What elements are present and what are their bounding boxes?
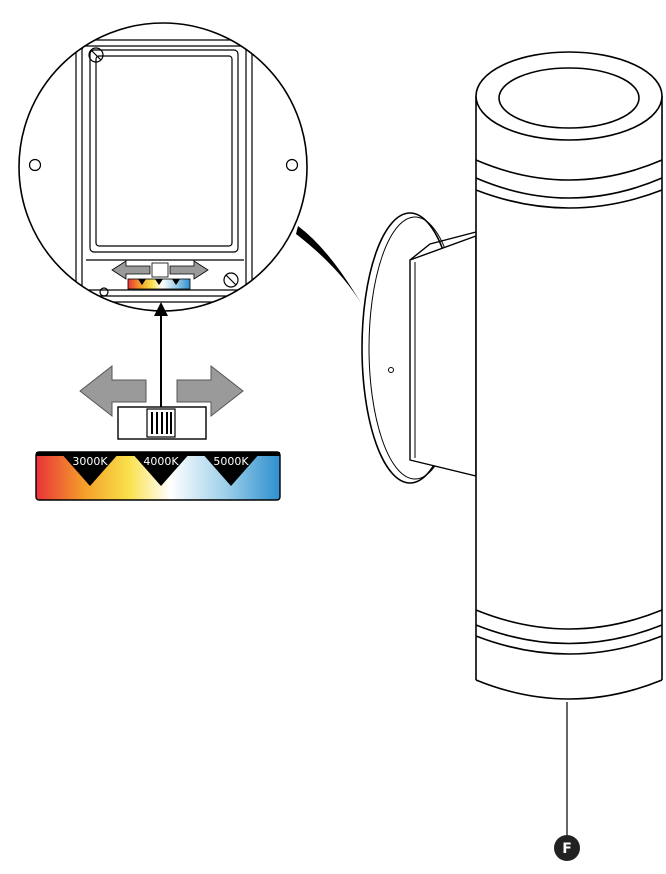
cylinder-body (475, 51, 666, 700)
switch-right-arrow (176, 364, 244, 418)
indicator-arrow (154, 302, 168, 410)
wedge-4000 (131, 452, 191, 486)
callout-f: F (554, 702, 580, 861)
color-temperature-scale: 3000K 4000K 5000K (35, 451, 281, 501)
cct-label-5000: 5000K (213, 455, 249, 468)
detail-pointer (296, 226, 362, 305)
switch-left-arrow (79, 364, 147, 418)
wedge-5000 (201, 452, 261, 486)
callout-letter: F (562, 841, 572, 857)
cct-label-4000: 4000K (143, 455, 179, 468)
callout-badge (554, 835, 580, 861)
cct-switch (79, 364, 244, 440)
wedge-3000 (60, 452, 120, 486)
mounting-arm (409, 231, 477, 477)
detail-magnifier (18, 22, 308, 312)
cct-label-3000: 3000K (72, 455, 108, 468)
mount-hole-left (28, 158, 42, 172)
mini-switch-arrows (111, 260, 209, 280)
mount-hole-right (285, 158, 299, 172)
mini-color-scale (127, 278, 191, 290)
